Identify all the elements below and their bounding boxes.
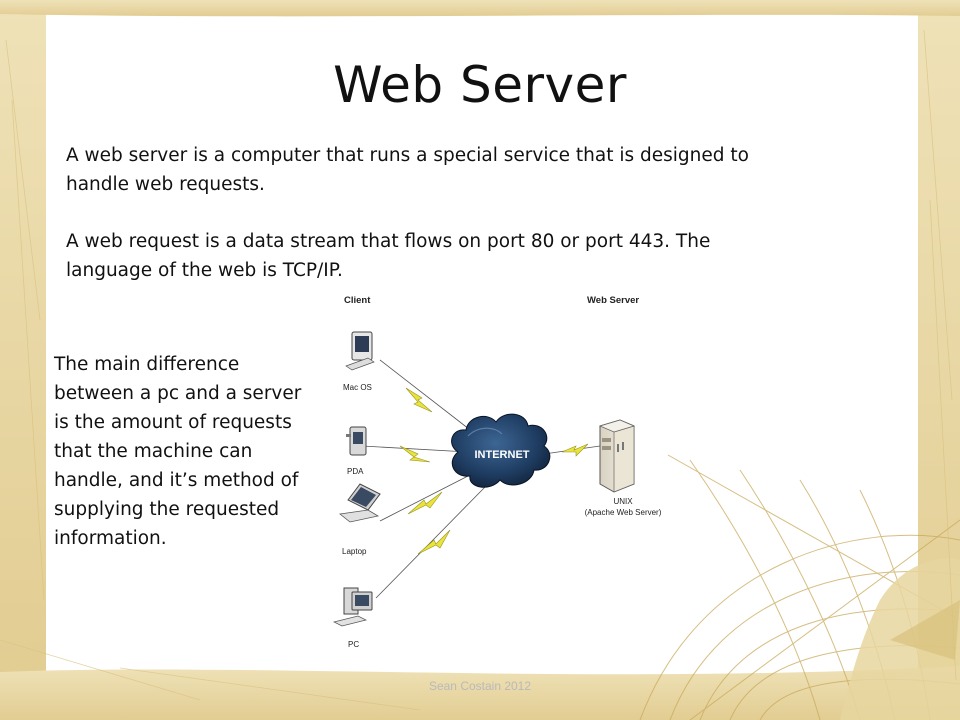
client-label-pc: PC <box>348 640 359 649</box>
client-label-mac-os: Mac OS <box>343 383 372 392</box>
footer-credit: Sean Costain 2012 <box>428 679 532 693</box>
server-tower-icon <box>598 419 636 493</box>
server-header: Web Server <box>587 295 639 306</box>
paragraph-web-server-definition: A web server is a computer that runs a s… <box>66 145 749 195</box>
mac-os-icon <box>345 331 375 371</box>
client-label-laptop: Laptop <box>342 547 367 556</box>
cloud-label: INTERNET <box>475 449 530 461</box>
server-label-software: (Apache Web Server) <box>585 508 662 517</box>
connection-lines <box>361 359 601 599</box>
server-label-os: UNIX <box>613 497 633 506</box>
internet-cloud-icon <box>451 413 551 488</box>
client-label-pda: PDA <box>347 467 364 476</box>
pda-icon <box>346 426 367 456</box>
pc-icon <box>332 587 373 627</box>
network-diagram: Client Web Server Mac OS <box>332 295 662 649</box>
laptop-icon <box>339 483 381 523</box>
paragraph-web-request-definition: A web request is a data stream that flow… <box>66 231 711 281</box>
client-header: Client <box>344 295 371 306</box>
lightning-bolts <box>399 387 589 555</box>
slide-title: Web Server <box>333 56 627 114</box>
side-note-pc-vs-server: The main difference between a pc and a s… <box>54 354 302 549</box>
